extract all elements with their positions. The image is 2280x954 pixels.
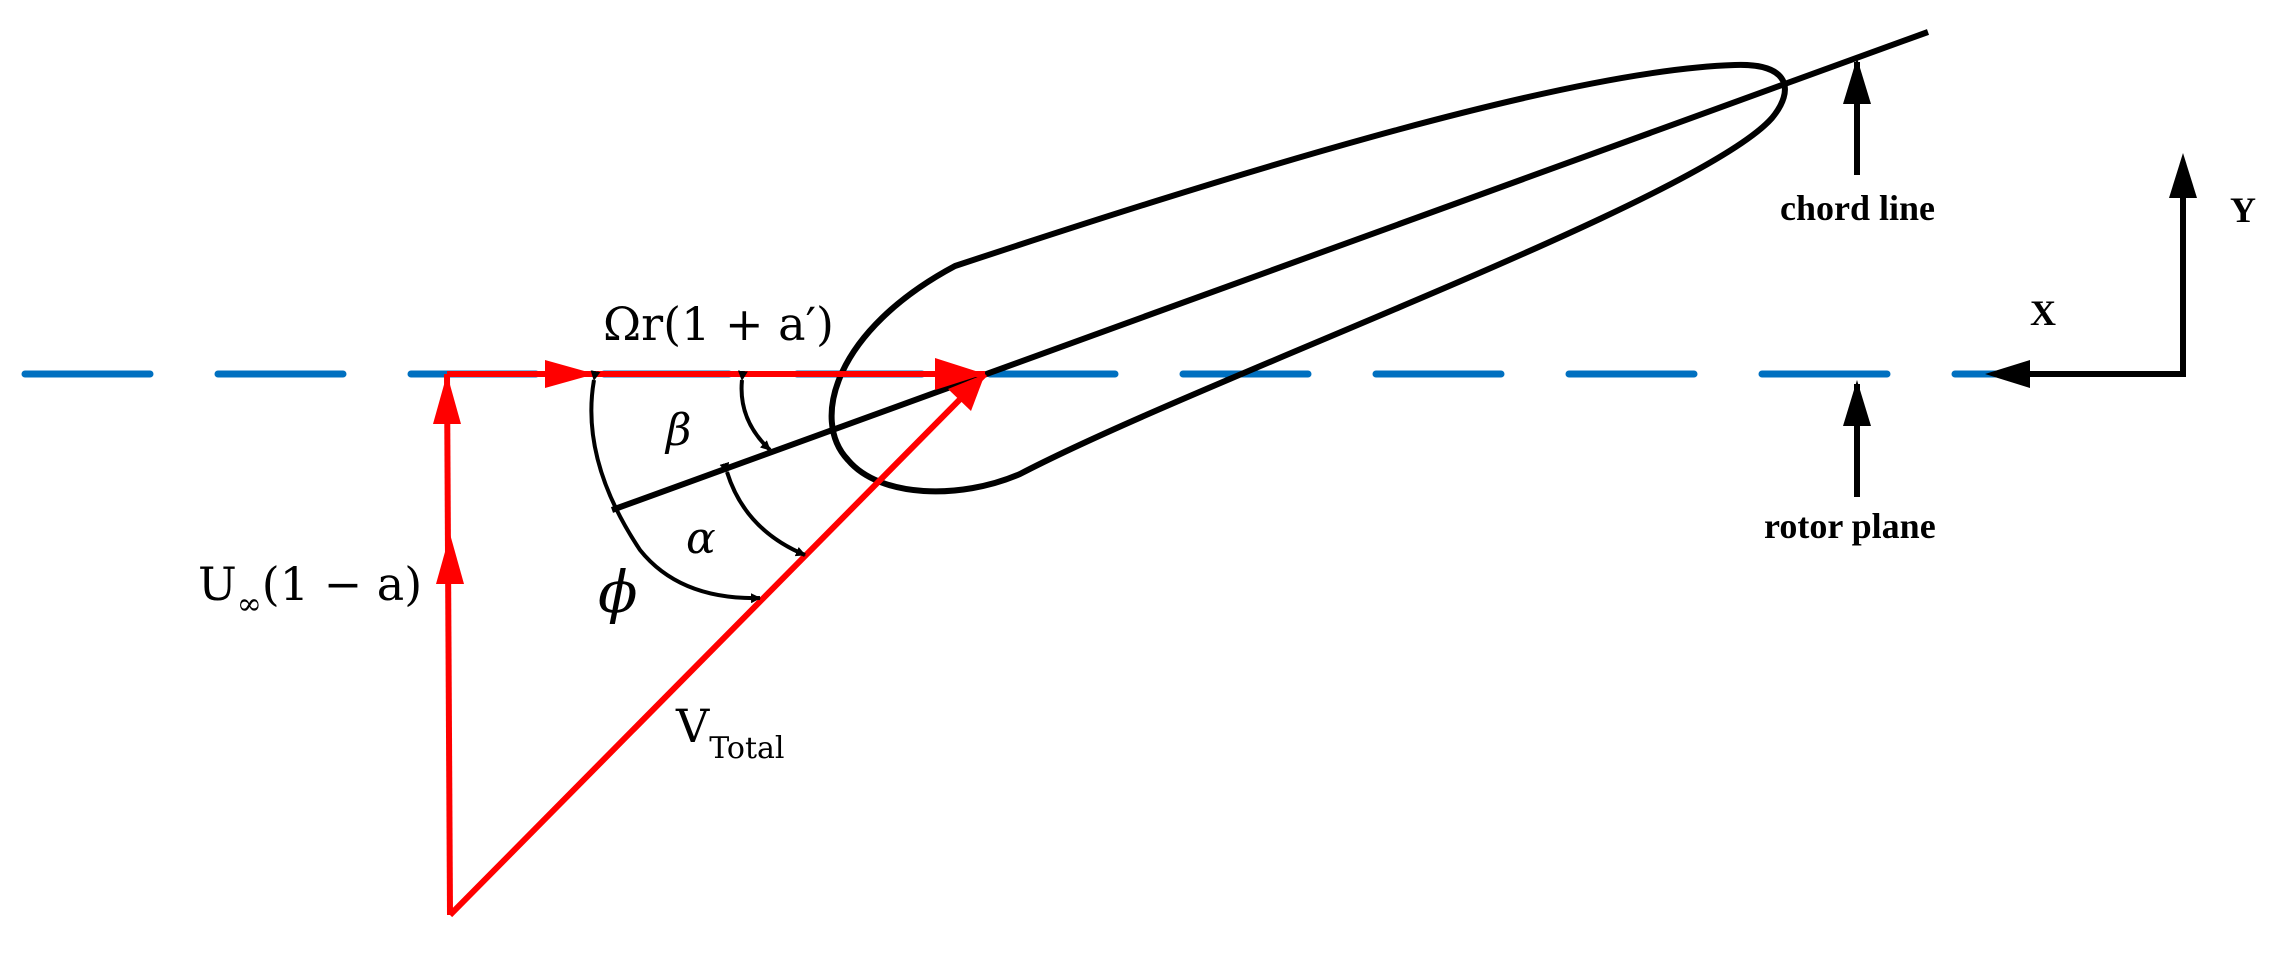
tangential-velocity-label: Ωr(1 + a′) [603,297,834,351]
chord-line-pointer-head [1843,58,1871,104]
axial-velocity-arrowhead-mid [436,534,464,584]
coordinate-axes [1985,153,2197,388]
alpha-arc [719,461,806,557]
axial-velocity-label: U∞(1 − a) [198,557,422,622]
tangential-velocity-arrowhead-mid [545,360,595,388]
angle-arcs [589,370,806,604]
x-axis-arrowhead [1985,360,2030,388]
y-axis-arrowhead [2169,153,2197,198]
airfoil-outline [828,61,1788,495]
total-velocity-label: VTotal [675,699,785,766]
total-velocity-vector [447,371,988,918]
velocity-triangle [433,358,988,918]
total-velocity-arrowhead [948,374,985,411]
rotor-plane-label: rotor plane [1764,506,1936,546]
phi-label: ϕ [598,558,638,626]
tangential-velocity-arrowhead-end [935,358,985,390]
chord-line-label: chord line [1780,188,1935,228]
rotor-plane-pointer-head [1843,380,1871,426]
beta-label: β [664,405,691,456]
x-axis-label: X [2030,293,2056,333]
chord-line [610,29,1930,513]
phi-arc [589,370,761,604]
y-axis-label: Y [2230,190,2256,230]
beta-arc [737,370,772,452]
axial-velocity-vector [444,373,453,916]
alpha-label: α [686,513,716,564]
axial-velocity-arrowhead-top [433,374,461,424]
